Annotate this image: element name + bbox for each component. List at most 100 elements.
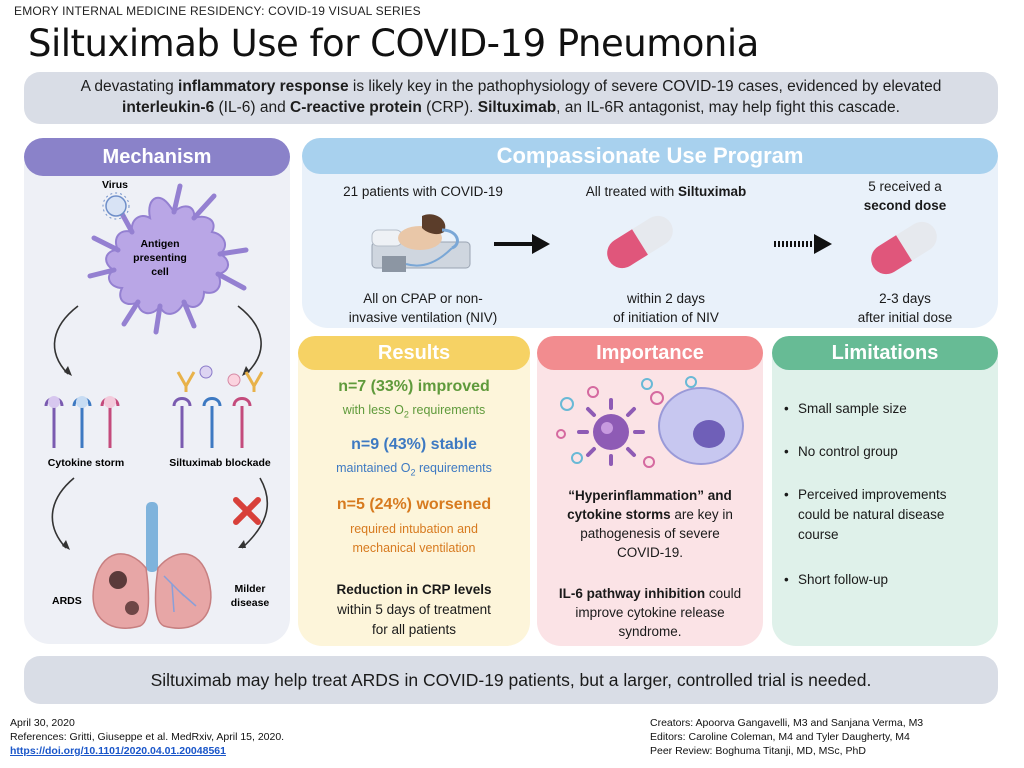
importance-text: could xyxy=(705,586,742,601)
improved-detail-text: requirements xyxy=(408,403,486,417)
importance-line: “Hyperinflammation” and xyxy=(568,488,732,503)
conclusion-banner: Siltuximab may help treat ARDS in COVID-… xyxy=(24,656,998,704)
improved-count: n=7 (33%) improved xyxy=(338,378,490,395)
particle-icon xyxy=(650,391,664,405)
dotted-arrow-icon xyxy=(774,234,832,254)
importance-title: Importance xyxy=(537,336,763,370)
worsened-detail-line: required intubation and xyxy=(350,522,478,536)
particle-icon xyxy=(641,378,653,390)
footer-right: Creators: Apoorva Gangavelli, M3 and San… xyxy=(650,716,1016,758)
crp-finding-line: within 5 days of treatment xyxy=(337,602,491,617)
arrow-right-icon xyxy=(494,234,550,254)
step3-top: 5 received a second dose xyxy=(820,177,990,215)
particle-icon xyxy=(587,386,599,398)
capsule-icon xyxy=(871,221,937,275)
importance-line: IL-6 pathway inhibition could xyxy=(537,584,763,603)
doi-link[interactable]: https://doi.org/10.1101/2020.04.01.20048… xyxy=(10,745,226,757)
stable-detail: maintained O2 requirements xyxy=(298,459,530,483)
stable-detail-text: maintained O xyxy=(336,461,411,475)
improved-detail-text: with less O xyxy=(342,403,404,417)
arrow-icon xyxy=(51,477,75,549)
antigen-presenting-cell-icon xyxy=(87,183,249,335)
particle-icon xyxy=(571,452,583,464)
step2-top-text: All treated with xyxy=(585,184,679,199)
receptor-icon xyxy=(44,396,120,448)
mechanism-illustration: Virus Antigen presenting cell Cytokine s… xyxy=(44,179,271,629)
capsule-icon xyxy=(607,215,673,269)
arrow-icon xyxy=(53,305,79,375)
importance-line: cytokine storms are key in xyxy=(537,505,763,524)
step2-bottom-line: within 2 days xyxy=(626,291,706,306)
footer-peer-review: Peer Review: Boghuma Titanji, MD, MSc, P… xyxy=(650,745,866,757)
program-title: Compassionate Use Program xyxy=(302,138,998,174)
worsened-detail: required intubation and mechanical venti… xyxy=(298,520,530,558)
virus-icon xyxy=(102,192,130,220)
large-cell-icon xyxy=(658,387,744,465)
importance-line: syndrome. xyxy=(618,624,682,639)
stable-detail-text: requirements xyxy=(415,461,492,475)
step2-bottom-line: of initiation of NIV xyxy=(613,310,719,325)
improved-detail-sub: 2 xyxy=(403,409,409,420)
footer-references: References: Gritti, Giuseppe et al. MedR… xyxy=(10,731,285,743)
footer-date: April 30, 2020 xyxy=(10,717,75,729)
limitation-line: Perceived improvements xyxy=(798,487,947,502)
improved-detail: with less O2 requirements xyxy=(298,401,530,425)
importance-line: pathogenesis of severe xyxy=(580,526,720,541)
worsened-detail-line: mechanical ventilation xyxy=(352,541,476,555)
limitation-item: No control group xyxy=(784,442,988,462)
crp-finding-bold: Reduction in CRP levels xyxy=(336,582,492,597)
limitation-item: Perceived improvements could be natural … xyxy=(784,485,988,545)
lungs-icon xyxy=(92,502,212,629)
virus-label: Virus xyxy=(102,179,128,191)
results-title: Results xyxy=(298,336,530,370)
limitation-item: Short follow-up xyxy=(784,570,988,590)
particle-icon xyxy=(556,429,566,439)
intro-text: , an IL-6R antagonist, may help fight th… xyxy=(556,99,900,116)
program-illustration xyxy=(371,214,937,275)
virus-cell-icon xyxy=(577,398,645,466)
stable-detail-sub: 2 xyxy=(410,467,416,478)
x-mark-icon xyxy=(233,497,261,525)
step1-top: 21 patients with COVID-19 xyxy=(343,184,503,199)
apc-label-2: presenting xyxy=(133,252,187,264)
mechanism-title: Mechanism xyxy=(24,138,290,176)
step2-bottom: within 2 days of initiation of NIV xyxy=(556,289,776,327)
ards-label: ARDS xyxy=(52,595,82,607)
intro-text: is likely key in the pathophysiology of … xyxy=(348,78,942,95)
step2-top-bold: Siltuximab xyxy=(678,184,747,199)
patient-cpap-icon xyxy=(371,214,471,272)
intro-text: A devastating xyxy=(80,78,179,95)
stable-count: n=9 (43%) stable xyxy=(351,436,477,453)
importance-text-2: IL-6 pathway inhibition could improve cy… xyxy=(537,584,763,641)
intro-bold: interleukin-6 xyxy=(122,99,215,116)
worsened-count: n=5 (24%) worsened xyxy=(336,496,492,513)
particle-icon xyxy=(560,397,574,411)
particle-icon xyxy=(685,376,697,388)
step3-bottom: 2-3 days after initial dose xyxy=(820,289,990,327)
footer-editors: Editors: Caroline Coleman, M4 and Tyler … xyxy=(650,731,910,743)
apc-label-1: Antigen xyxy=(140,238,179,250)
intro-banner: A devastating inflammatory response is l… xyxy=(24,72,998,124)
step2-top: All treated with Siltuximab xyxy=(556,182,776,201)
page-title: Siltuximab Use for COVID-19 Pneumonia xyxy=(28,22,759,65)
step1-bottom: All on CPAP or non- invasive ventilation… xyxy=(318,289,528,327)
footer-creators: Creators: Apoorva Gangavelli, M3 and San… xyxy=(650,717,924,729)
footer-left: April 30, 2020 References: Gritti, Giuse… xyxy=(10,716,430,758)
step1-bottom-line: All on CPAP or non- xyxy=(363,291,483,306)
intro-bold: C-reactive protein xyxy=(290,99,422,116)
step3-top-bold: second dose xyxy=(863,198,947,213)
milder-label-1: Milder xyxy=(235,583,266,595)
limitation-line: could be natural disease xyxy=(798,507,945,522)
importance-bold: cytokine storms xyxy=(567,507,671,522)
arrow-icon xyxy=(241,477,269,549)
step1-bottom-line: invasive ventilation (NIV) xyxy=(348,310,498,325)
arrow-icon xyxy=(237,305,262,375)
particle-icon xyxy=(643,456,655,468)
series-label: EMORY INTERNAL MEDICINE RESIDENCY: COVID… xyxy=(14,4,421,18)
blockade-label: Siltuximab blockade xyxy=(169,457,271,469)
cells-illustration xyxy=(556,376,744,468)
step3-bottom-line: after initial dose xyxy=(857,310,953,325)
limitation-line: course xyxy=(798,527,839,542)
intro-text: (CRP). xyxy=(421,99,478,116)
importance-text: are key in xyxy=(670,507,733,522)
